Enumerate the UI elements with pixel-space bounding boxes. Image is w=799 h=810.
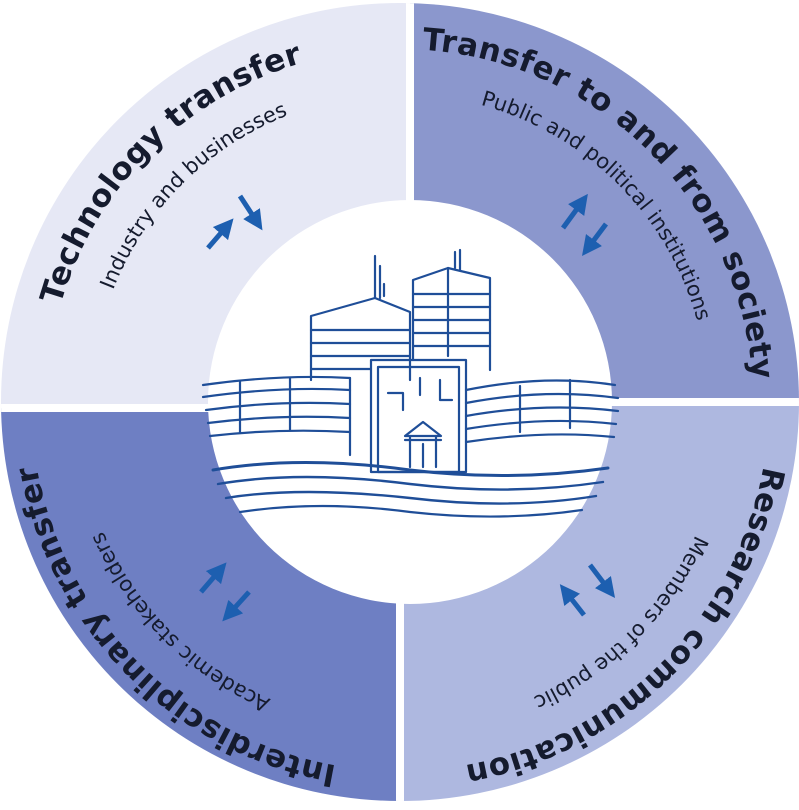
separator-left bbox=[1, 404, 400, 412]
bidirectional-arrows-icon bbox=[206, 194, 263, 250]
bidirectional-arrows-icon bbox=[559, 563, 616, 617]
bidirectional-arrows-icon bbox=[199, 562, 251, 622]
center-circle bbox=[208, 200, 612, 604]
university-building-icon bbox=[201, 248, 620, 518]
bidirectional-arrows-icon bbox=[560, 193, 608, 256]
